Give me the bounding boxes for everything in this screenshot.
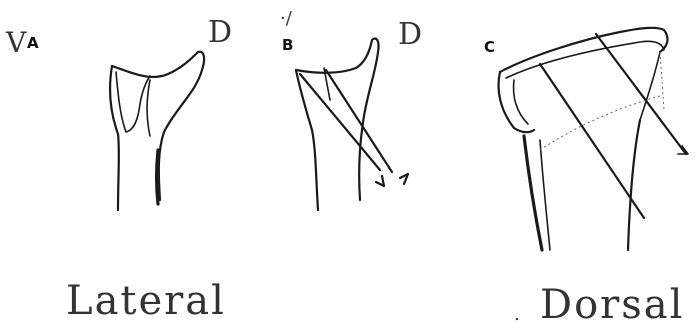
caption-dorsal-dot: . xyxy=(514,304,520,325)
panel-a-shaft-right xyxy=(157,150,159,204)
panel-b-line-1 xyxy=(300,74,380,170)
panel-c-left-block xyxy=(499,72,534,132)
panel-a-side-label: D xyxy=(208,15,232,50)
panel-a-shaft-inner xyxy=(147,80,150,136)
caption-lateral: Lateral xyxy=(66,278,226,324)
panel-b-side-label: D xyxy=(398,17,422,52)
panel-a-letter: A xyxy=(27,34,39,52)
panel-c-right-edge xyxy=(640,52,660,120)
panel-c-shaft-right xyxy=(628,120,640,250)
panel-c-letter: C xyxy=(484,38,495,56)
panel-b-arrow-1 xyxy=(376,176,384,186)
panel-c-top xyxy=(500,28,667,72)
panel-c-shaft-left xyxy=(524,136,542,250)
panel-b: ·/ B D xyxy=(280,8,422,210)
panel-a-mark: V xyxy=(5,26,27,59)
panel-c-line-1 xyxy=(540,64,644,218)
panel-c-dotted-2 xyxy=(660,52,664,110)
panel-c-shaft-left-inner xyxy=(540,140,550,250)
panel-a: V A D xyxy=(5,15,232,210)
panel-c-line-2 xyxy=(596,34,686,154)
panel-a-fragment xyxy=(116,72,150,132)
panel-b-mark: ·/ xyxy=(280,8,293,29)
panel-b-arrow-2 xyxy=(400,174,408,184)
panel-c: C xyxy=(484,28,688,250)
panel-c-left-inner xyxy=(514,80,528,124)
panel-b-letter: B xyxy=(282,36,293,54)
panel-c-dotted-1 xyxy=(540,96,660,150)
caption-dorsal: Dorsal xyxy=(540,282,684,328)
